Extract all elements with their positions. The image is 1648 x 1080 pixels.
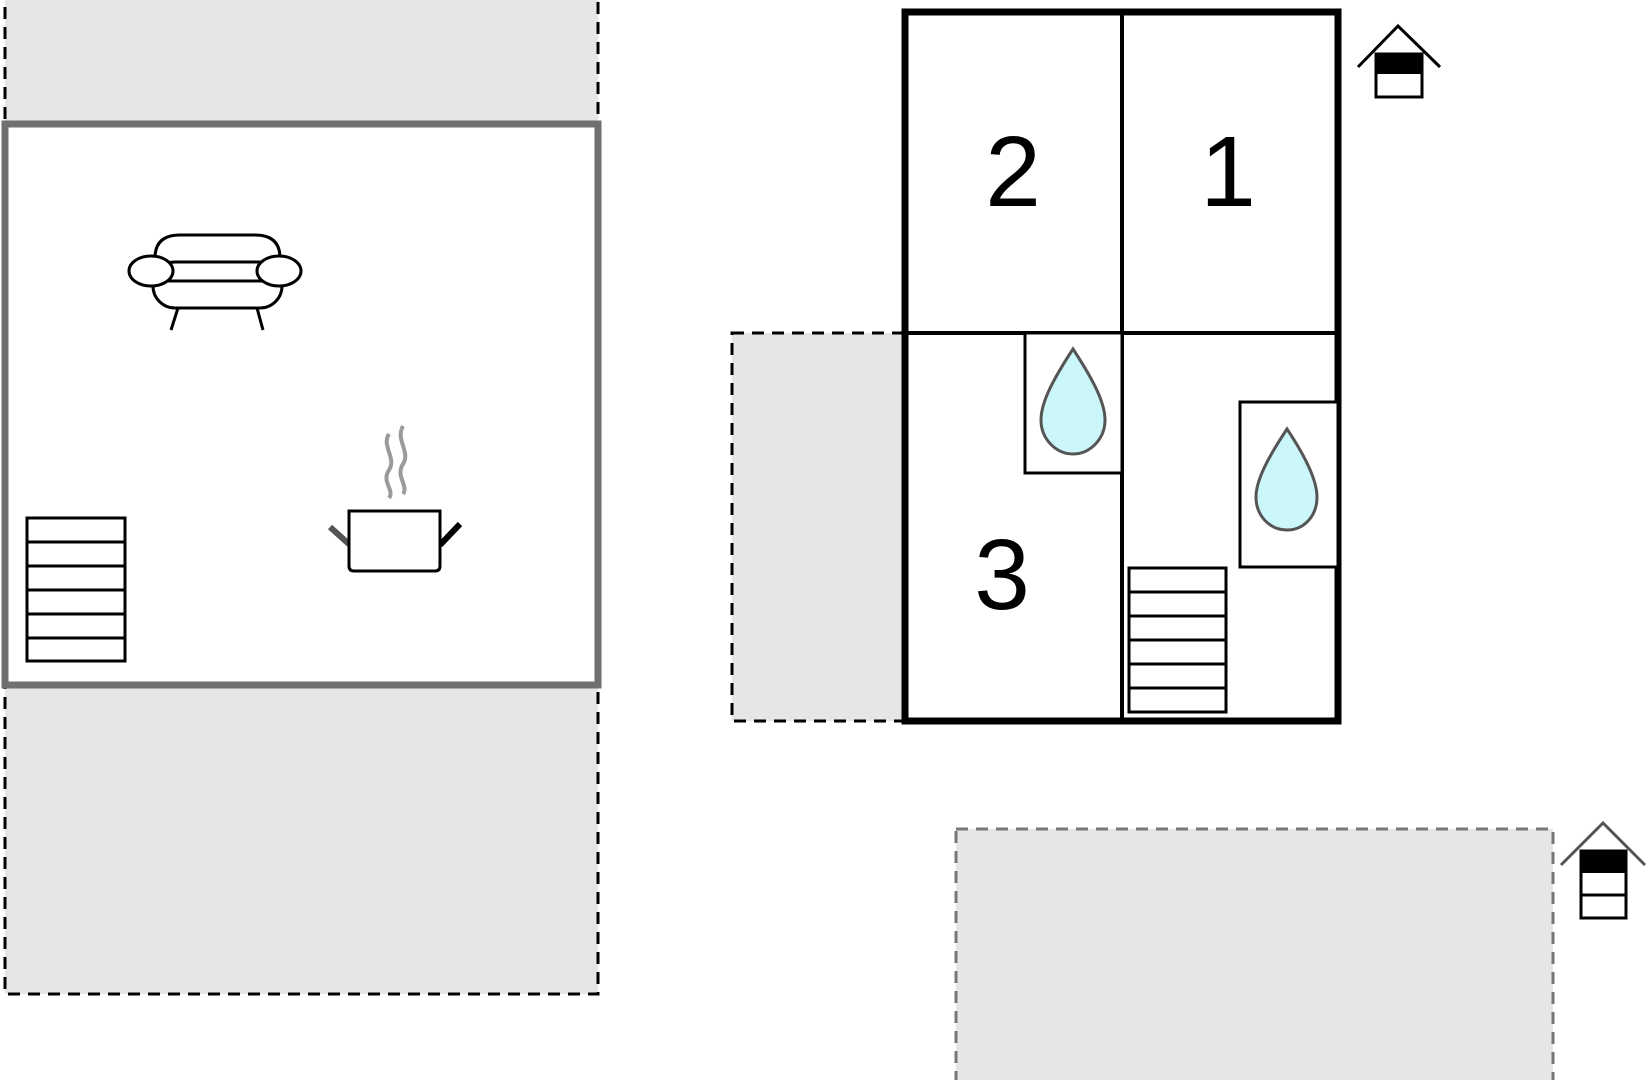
room-1-label: 1 xyxy=(1200,116,1256,228)
sofa-icon xyxy=(127,233,303,331)
terrace-top xyxy=(3,0,600,126)
balcony xyxy=(730,331,907,723)
stairs-icon xyxy=(25,516,127,663)
room-3-label: 3 xyxy=(974,519,1030,631)
house-floor-icon xyxy=(1559,820,1647,920)
garden-area xyxy=(954,827,1555,1080)
terrace-bottom xyxy=(3,683,600,996)
house-floor-icon xyxy=(1356,23,1442,99)
cooking-pot-icon xyxy=(327,425,463,573)
water-drop-icon xyxy=(1039,346,1107,456)
water-drop-icon xyxy=(1254,426,1319,532)
stairs-icon xyxy=(1127,566,1228,714)
room-2-label: 2 xyxy=(985,116,1041,228)
